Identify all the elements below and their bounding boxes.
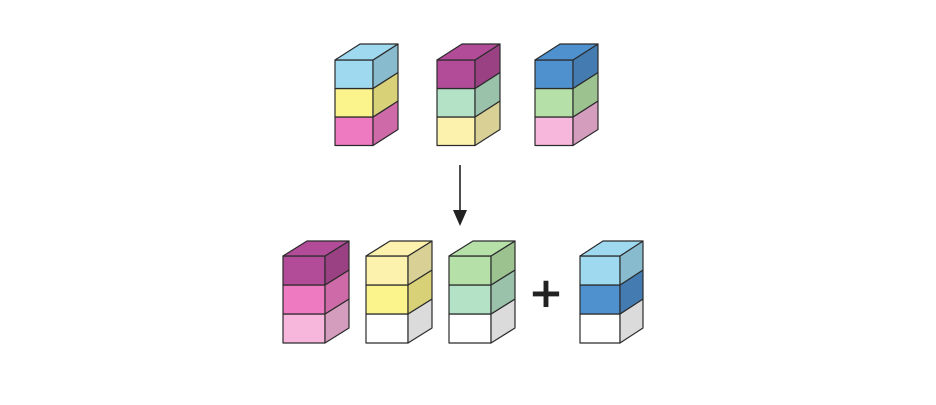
- bottom-stack-1: [282, 240, 350, 344]
- bottom-stack-3: [448, 240, 516, 344]
- cube: [282, 240, 350, 286]
- cube: [334, 43, 399, 90]
- cube-front-face: [334, 87, 374, 118]
- cube-front-face: [448, 284, 492, 315]
- cube-front-face: [282, 284, 326, 315]
- cube: [436, 100, 501, 147]
- cube-front-face: [534, 87, 574, 118]
- extra-stack-cubes: [579, 240, 644, 344]
- cube-front-face: [534, 59, 574, 90]
- top-stack-1: [334, 43, 399, 147]
- cube-front-face: [579, 313, 621, 344]
- cube-front-face: [365, 313, 409, 344]
- cube-top-face: [436, 43, 501, 61]
- cube: [579, 298, 644, 344]
- plus-operator: +: [528, 268, 563, 317]
- cube: [448, 240, 516, 286]
- cube: [534, 43, 599, 90]
- cube-top-face: [448, 240, 516, 257]
- top-stack-3: [534, 43, 599, 147]
- bottom-row-stacks: [282, 240, 516, 344]
- top-stack-2: [436, 43, 501, 147]
- cube: [534, 71, 599, 118]
- cube: [579, 269, 644, 315]
- cube: [579, 240, 644, 286]
- cube: [334, 100, 399, 147]
- cube: [436, 43, 501, 90]
- cube-front-face: [436, 116, 476, 147]
- cube-front-face: [334, 116, 374, 147]
- cube-top-face: [334, 43, 399, 61]
- cube-front-face: [282, 255, 326, 286]
- cube-top-face: [365, 240, 433, 257]
- cube-front-face: [334, 59, 374, 90]
- cube-top-face: [534, 43, 599, 61]
- cube-front-face: [579, 255, 621, 286]
- cube: [282, 298, 350, 344]
- extra-stack: [579, 240, 644, 344]
- cube-top-face: [579, 240, 644, 257]
- cube: [448, 298, 516, 344]
- cube-front-face: [436, 59, 476, 90]
- cube-top-face: [282, 240, 350, 257]
- cube-front-face: [365, 255, 409, 286]
- cube: [365, 240, 433, 286]
- cube-front-face: [282, 313, 326, 344]
- cube-front-face: [448, 313, 492, 344]
- cube-front-face: [365, 284, 409, 315]
- cube-front-face: [534, 116, 574, 147]
- bottom-stack-2: [365, 240, 433, 344]
- cube-front-face: [436, 87, 476, 118]
- cube-front-face: [448, 255, 492, 286]
- top-row-stacks: [334, 43, 599, 147]
- cube-front-face: [579, 284, 621, 315]
- down-arrow-icon: [453, 165, 467, 226]
- cube: [534, 100, 599, 147]
- cube: [365, 269, 433, 315]
